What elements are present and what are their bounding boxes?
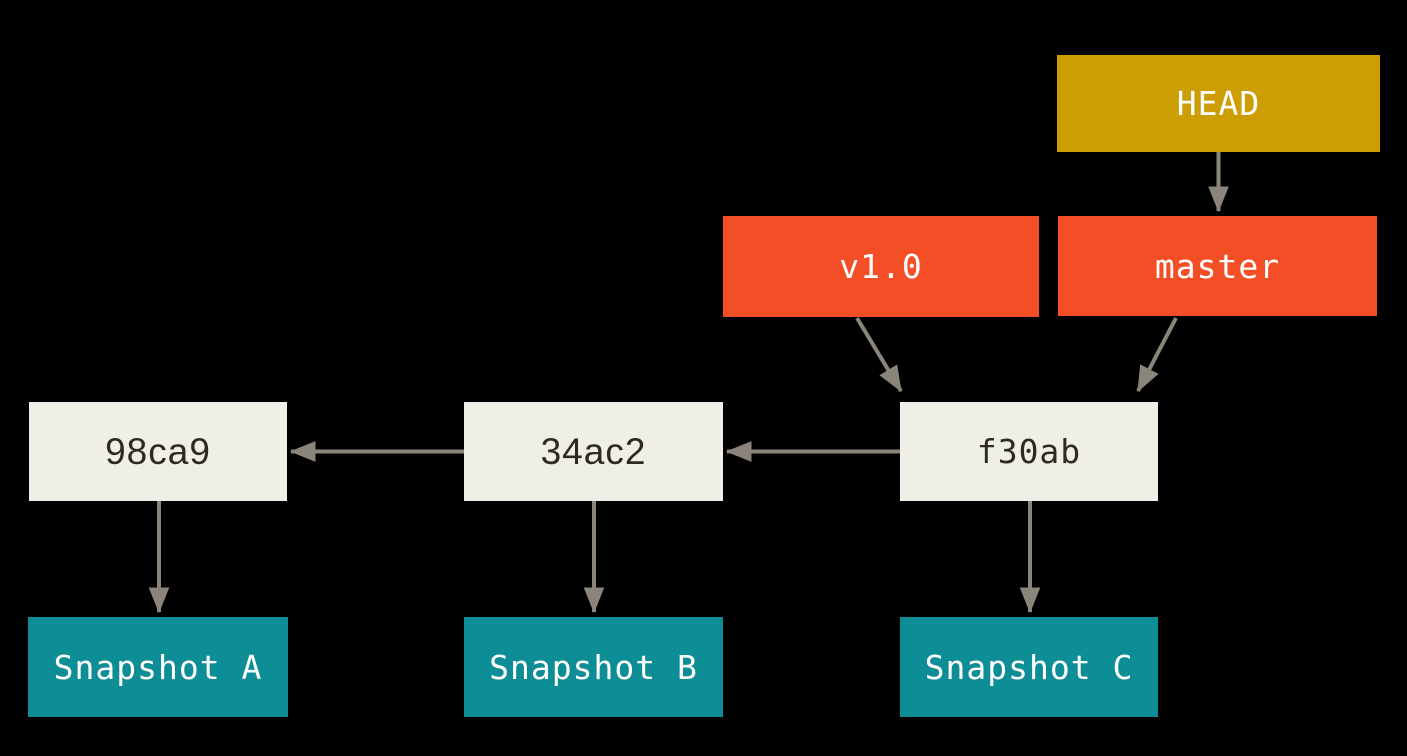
node-tag-v1-0: v1.0 — [723, 216, 1039, 317]
snapshot-label: Snapshot B — [489, 647, 698, 687]
commit-label: f30ab — [976, 432, 1082, 471]
node-snapshot-b: Snapshot B — [464, 617, 723, 717]
node-snapshot-a: Snapshot A — [28, 617, 288, 717]
arrow-v1-0-to-f30ab — [855, 316, 903, 393]
node-head-pointer: HEAD — [1057, 55, 1380, 152]
node-snapshot-c: Snapshot C — [900, 617, 1158, 717]
node-commit-f30ab: f30ab — [900, 402, 1158, 501]
node-commit-98ca9: 98ca9 — [29, 402, 287, 501]
head-label: HEAD — [1176, 84, 1261, 123]
commit-label: 98ca9 — [105, 430, 211, 472]
node-branch-master: master — [1058, 216, 1377, 316]
commit-label: 34ac2 — [540, 430, 647, 472]
snapshot-label: Snapshot C — [924, 647, 1134, 687]
node-commit-34ac2: 34ac2 — [464, 402, 723, 501]
arrow-master-to-f30ab — [1136, 317, 1178, 393]
snapshot-label: Snapshot A — [53, 647, 263, 687]
tag-label: v1.0 — [839, 247, 923, 286]
branch-label: master — [1154, 246, 1281, 286]
